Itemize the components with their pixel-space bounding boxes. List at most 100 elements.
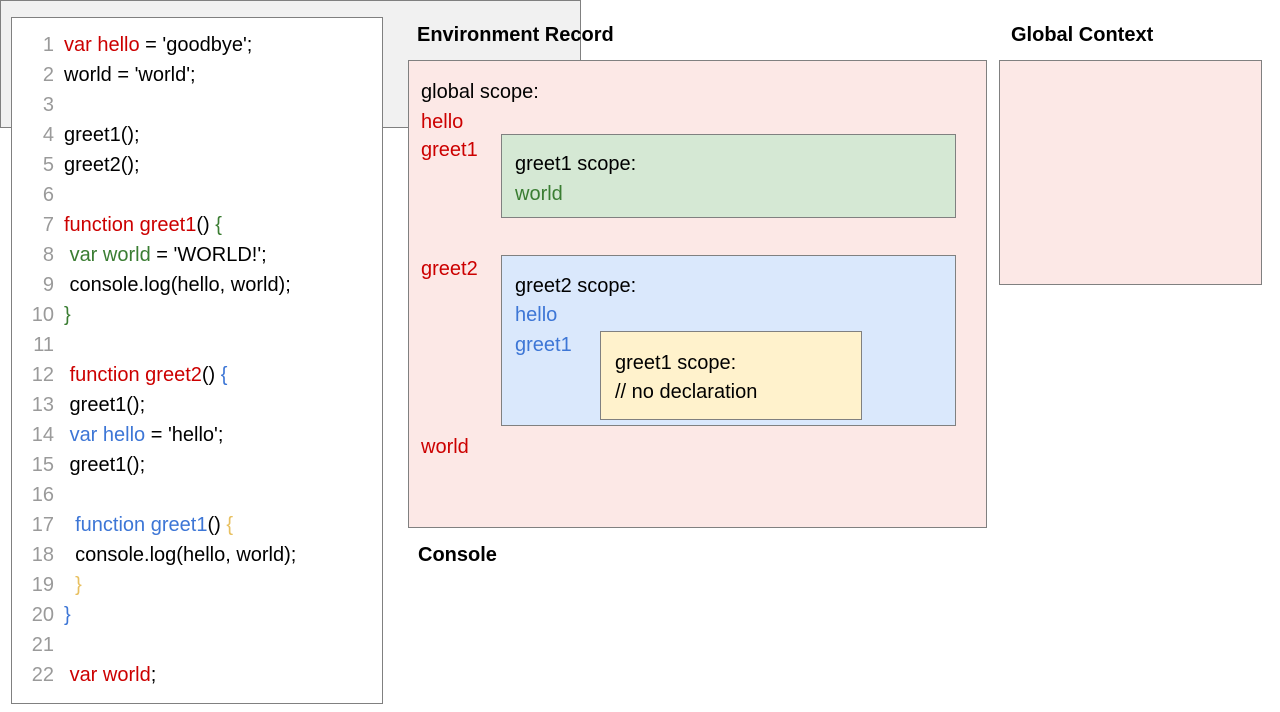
code-line-text: } [56, 300, 71, 330]
code-line: 5 greet2(); [12, 150, 382, 180]
code-token: = 'hello'; [145, 424, 224, 446]
line-number: 1 [42, 34, 54, 56]
code-line: 21 [12, 630, 382, 660]
code-line: 8 var world = 'WORLD!'; [12, 240, 382, 270]
code-line: 3 [12, 90, 382, 120]
global-scope-label: global scope: [421, 81, 539, 103]
line-number: 5 [42, 154, 54, 176]
code-token: console.log(hello, world); [64, 274, 291, 296]
global-binding-greet2: greet2 [421, 258, 478, 280]
code-token: world = 'world'; [64, 64, 196, 86]
code-token: { [220, 364, 228, 386]
code-line-text: greet1(); [56, 120, 140, 150]
code-token: () [207, 514, 227, 536]
code-line-text: greet2(); [56, 150, 140, 180]
code-token: var world [69, 664, 151, 686]
code-line-text: greet1(); [56, 390, 146, 420]
code-line: 12 function greet2() { [12, 360, 382, 390]
code-token: var world [69, 244, 151, 266]
code-line-text: var world = 'WORLD!'; [56, 240, 267, 270]
line-number: 7 [42, 214, 54, 236]
code-token: { [215, 214, 222, 236]
line-number: 22 [31, 664, 54, 686]
environment-record-title: Environment Record [417, 24, 614, 46]
code-token: greet2(); [64, 154, 140, 176]
code-line-text: var hello = 'hello'; [56, 420, 224, 450]
code-line: 19 } [12, 570, 382, 600]
code-line-text: var world; [56, 660, 157, 690]
code-line-text: function greet1() { [56, 510, 233, 540]
code-token: greet1(); [64, 394, 146, 416]
line-number: 21 [31, 634, 54, 656]
global-binding-hello: hello [421, 111, 464, 133]
code-token [64, 574, 75, 596]
code-line-text: function greet1() { [56, 210, 222, 240]
greet1-scope-binding-world: world [515, 183, 563, 205]
code-line-text: console.log(hello, world); [56, 270, 291, 300]
code-line: 15 greet1(); [12, 450, 382, 480]
code-token: greet1(); [64, 454, 146, 476]
line-number: 19 [31, 574, 54, 596]
greet2-scope-binding-greet1: greet1 [515, 334, 572, 356]
greet1-inner-scope-title: greet1 scope: [615, 352, 737, 374]
code-line: 11 [12, 330, 382, 360]
line-number: 3 [42, 94, 54, 116]
code-token: var hello [69, 424, 146, 446]
code-line: 18 console.log(hello, world); [12, 540, 382, 570]
line-number: 11 [33, 334, 54, 356]
code-line-text: greet1(); [56, 450, 146, 480]
code-line: 20} [12, 600, 382, 630]
code-line-text: function greet2() { [56, 360, 228, 390]
code-line: 22 var world; [12, 660, 382, 690]
greet1-inner-scope-note: // no declaration [615, 381, 758, 403]
code-token: } [75, 574, 82, 596]
line-number: 20 [31, 604, 54, 626]
code-line: 13 greet1(); [12, 390, 382, 420]
global-context-box [999, 60, 1262, 285]
line-number: 6 [42, 184, 54, 206]
global-binding-greet1: greet1 [421, 139, 478, 161]
code-line: 9 console.log(hello, world); [12, 270, 382, 300]
greet1-inner-scope-box [600, 331, 862, 420]
code-token: ; [150, 664, 157, 686]
greet1-scope-title: greet1 scope: [515, 153, 637, 175]
line-number: 9 [42, 274, 54, 296]
code-token: { [226, 514, 234, 536]
greet2-scope-title: greet2 scope: [515, 275, 637, 297]
line-number: 18 [31, 544, 54, 566]
line-number: 8 [42, 244, 54, 266]
code-token: } [64, 604, 71, 626]
code-token: = 'goodbye'; [139, 34, 253, 56]
code-line: 17 function greet1() { [12, 510, 382, 540]
code-token: function greet1 [75, 514, 208, 536]
code-token: function greet1 [64, 214, 197, 236]
code-line: 2 world = 'world'; [12, 60, 382, 90]
code-token: () [201, 364, 221, 386]
code-token: var hello [64, 34, 140, 56]
code-line-text: } [56, 600, 71, 630]
code-line-text: } [56, 570, 82, 600]
line-number: 12 [31, 364, 54, 386]
code-line-text: var hello = 'goodbye'; [56, 30, 252, 60]
code-token: } [64, 304, 71, 326]
code-line-text: world = 'world'; [56, 60, 196, 90]
code-token: console.log(hello, world); [64, 544, 297, 566]
line-number: 10 [31, 304, 54, 326]
code-line: 14 var hello = 'hello'; [12, 420, 382, 450]
line-number: 15 [31, 454, 54, 476]
global-binding-world: world [421, 436, 469, 458]
code-line: 16 [12, 480, 382, 510]
code-token: function greet2 [69, 364, 202, 386]
global-context-title: Global Context [1011, 24, 1154, 46]
greet1-scope-box [501, 134, 956, 218]
line-number: 16 [31, 484, 54, 506]
line-number: 17 [31, 514, 54, 536]
line-number: 4 [42, 124, 54, 146]
line-number: 2 [42, 64, 54, 86]
greet2-scope-binding-hello: hello [515, 304, 558, 326]
line-number: 13 [31, 394, 54, 416]
